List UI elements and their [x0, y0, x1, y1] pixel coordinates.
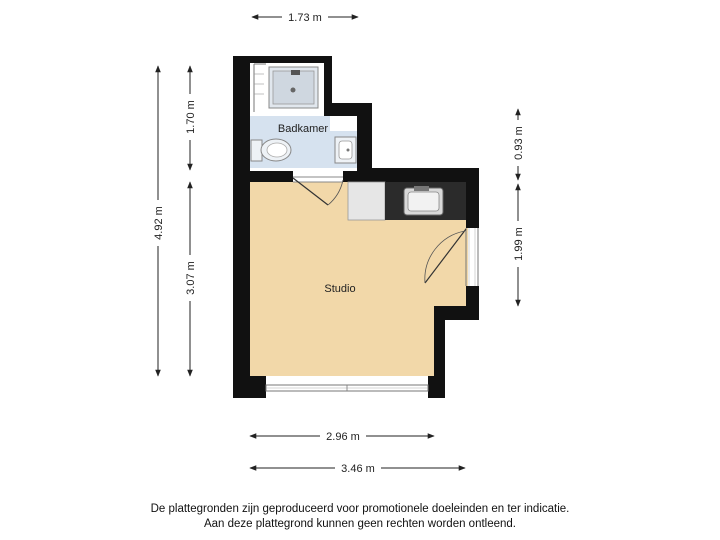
window-icon — [265, 384, 429, 392]
dimension-bath-height-label: 1.70 m — [185, 100, 197, 134]
disclaimer-line-1: De plattegronden zijn geproduceerd voor … — [150, 503, 570, 515]
dimension-total-height: 4.92 m — [150, 65, 166, 377]
kitchen-sink-icon — [403, 186, 444, 216]
entrance-door-icon — [424, 228, 479, 286]
dimension-total-height-label: 4.92 m — [153, 206, 165, 240]
dimension-right-lower-label: 1.99 m — [513, 227, 525, 261]
dimension-top: 1.73 m — [251, 9, 359, 25]
shower-tray-icon — [268, 66, 319, 109]
shower-screen — [253, 63, 266, 112]
dimension-bottom-inner: 2.96 m — [249, 428, 435, 444]
dimension-bottom-inner-label: 2.96 m — [326, 431, 360, 443]
walls — [233, 56, 479, 398]
dimension-bath-height: 1.70 m — [182, 65, 198, 171]
toilet-icon — [250, 138, 292, 162]
dimension-bottom-total: 3.46 m — [249, 460, 466, 476]
dimension-right-upper: 0.93 m — [510, 108, 526, 181]
dimension-right-lower: 1.99 m — [510, 183, 526, 307]
dimension-studio-height-label: 3.07 m — [185, 261, 197, 295]
disclaimer: De plattegronden zijn geproduceerd voor … — [0, 502, 720, 532]
dimension-top-label: 1.73 m — [288, 12, 322, 24]
bathroom-door-icon — [292, 176, 344, 206]
disclaimer-line-2: Aan deze plattegrond kunnen geen rechten… — [203, 518, 517, 530]
dimension-right-upper-label: 0.93 m — [513, 126, 525, 160]
bathroom-label: Badkamer — [278, 123, 328, 135]
dimension-studio-height: 3.07 m — [182, 181, 198, 377]
studio-label: Studio — [324, 283, 355, 295]
studio-floor — [248, 182, 468, 376]
washbasin-icon — [334, 136, 357, 164]
dimension-bottom-total-label: 3.46 m — [341, 463, 375, 475]
